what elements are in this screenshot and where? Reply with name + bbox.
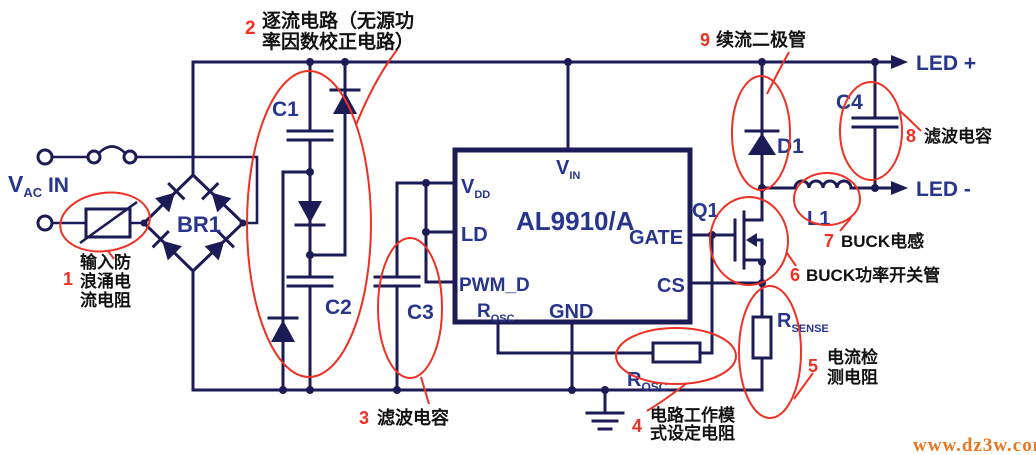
annotation-3-number: 3 xyxy=(359,408,369,428)
ac-terminal-top xyxy=(36,148,54,166)
c3-label: C3 xyxy=(407,301,434,324)
diode-d1-icon xyxy=(744,129,780,155)
ic-pin-pwmd: PWM_D xyxy=(459,275,530,296)
ellipse-l1 xyxy=(793,172,861,226)
ellipse-d1 xyxy=(731,75,791,191)
leader-1 xyxy=(107,250,115,260)
c1-label: C1 xyxy=(272,98,299,121)
vac-in-label: VAC IN xyxy=(8,171,69,200)
ic-pin-gnd: GND xyxy=(549,301,593,323)
wire-valley-right xyxy=(308,60,347,257)
annotation-7-number: 7 xyxy=(824,231,834,251)
watermark-url: www.dz3w.com xyxy=(913,435,1036,455)
annotation-8-text: 滤波电容 xyxy=(924,126,992,146)
wire-vdd-ld-tie xyxy=(424,181,457,284)
d1-label: D1 xyxy=(777,135,804,158)
leader-5 xyxy=(793,372,814,400)
leader-7 xyxy=(839,217,852,232)
ellipse-c4 xyxy=(839,81,903,181)
leader-2 xyxy=(355,49,398,126)
inductor-l1-icon xyxy=(793,179,853,190)
led-neg-label: LED - xyxy=(916,178,971,201)
led-neg-arrow xyxy=(891,181,908,195)
annotation-3-text: 滤波电容 xyxy=(377,407,449,428)
ellipse-valley-fill xyxy=(246,70,372,378)
ellipse-rosc xyxy=(615,327,737,385)
leader-9 xyxy=(766,51,790,95)
leader-4 xyxy=(646,382,688,412)
ellipse-q1 xyxy=(709,196,789,286)
leader-6 xyxy=(786,252,797,267)
valley-diode-left-icon xyxy=(267,316,299,342)
annotation-6-text: BUCK功率开关管 xyxy=(806,265,940,285)
leader-8 xyxy=(898,109,922,132)
annotation-4-number: 4 xyxy=(632,416,642,436)
ic-pin-vin: VIN xyxy=(556,157,580,182)
ellipse-c3 xyxy=(377,237,443,379)
rsense-label: RSENSE xyxy=(777,310,829,335)
l1-label: L1 xyxy=(807,208,830,230)
q1-label: Q1 xyxy=(692,200,719,222)
annotation-7-text: BUCK电感 xyxy=(841,231,924,251)
led-pos-arrow xyxy=(891,55,908,69)
bridge-rectifier-icon xyxy=(141,172,246,274)
annotation-2-text: 逐流电路（无源功率因数校正电路） xyxy=(262,9,414,53)
annotation-2-number: 2 xyxy=(245,18,256,39)
annotation-1-text: 输入防浪涌电流电阻 xyxy=(80,252,131,310)
annotation-8-number: 8 xyxy=(906,126,916,146)
ic-body xyxy=(452,147,693,325)
ic-pin-rosc: ROSC xyxy=(477,301,515,325)
annotation-5-text: 电流检测电阻 xyxy=(827,347,878,387)
ac-terminal-bottom xyxy=(36,214,54,232)
ic-pin-cs: CS xyxy=(657,275,685,297)
valley-diode-right-icon xyxy=(329,88,361,114)
annotation-4-text: 电路工作模式设定电阻 xyxy=(650,405,736,443)
annotation-9-number: 9 xyxy=(700,30,710,50)
mosfet-q1-icon xyxy=(733,210,764,270)
fuse-icon xyxy=(86,145,138,165)
ic-al9910: VIN VDD LD PWM_D ROSC GND AL9910/A GATE … xyxy=(452,147,693,325)
rsense-resistor-icon xyxy=(751,315,773,360)
wire-ac-top xyxy=(52,155,259,225)
component-labels: VAC IN BR1 C1 C2 C3 C4 D1 Q1 L1 RSENSE R… xyxy=(8,52,976,394)
c2-label: C2 xyxy=(325,296,352,319)
capacitor-c1-icon xyxy=(286,129,334,142)
ellipse-rsense xyxy=(738,285,802,419)
leader-3 xyxy=(420,376,430,405)
br1-label: BR1 xyxy=(177,212,221,237)
led-pos-label: LED + xyxy=(916,52,976,75)
ground-icon xyxy=(585,388,625,431)
annotation-6-number: 6 xyxy=(790,265,800,285)
annotation-1-number: 1 xyxy=(63,269,73,289)
red-annotations: 1 输入防浪涌电流电阻 2 逐流电路（无源功率因数校正电路） 3 滤波电容 4 … xyxy=(59,9,992,443)
capacitor-c3-icon xyxy=(373,275,421,288)
capacitor-c4-icon xyxy=(851,116,899,129)
ic-pin-ld: LD xyxy=(461,224,488,246)
capacitor-c2-icon xyxy=(286,275,334,288)
rosc-resistor-icon xyxy=(651,341,702,364)
inrush-resistor-icon xyxy=(79,200,138,245)
wire-rosc-loop xyxy=(496,233,714,355)
annotation-5-number: 5 xyxy=(808,356,818,376)
ic-pin-gate: GATE xyxy=(629,227,683,249)
ic-part-number: AL9910/A xyxy=(516,206,635,236)
valley-diode-middle-icon xyxy=(294,201,326,227)
components xyxy=(36,88,899,431)
annotation-9-text: 续流二极管 xyxy=(716,29,806,50)
ic-pin-vdd: VDD xyxy=(461,176,490,201)
